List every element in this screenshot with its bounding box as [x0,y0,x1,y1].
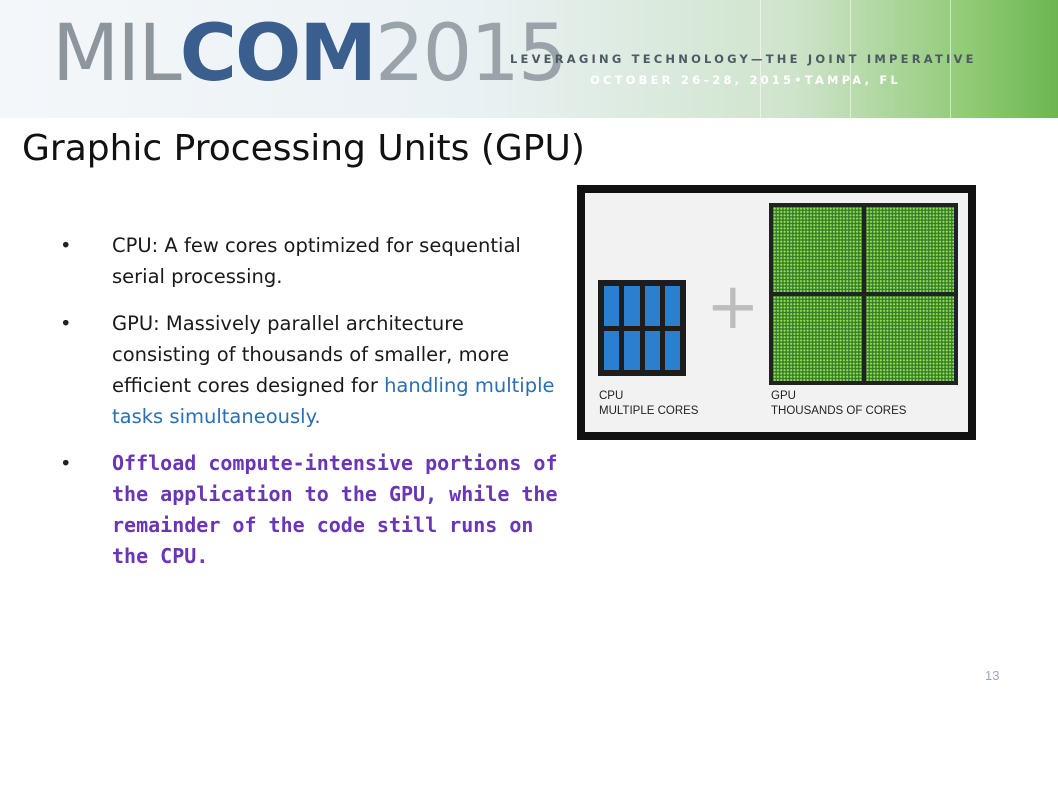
banner-tile [760,0,851,118]
cpu-core [644,286,660,326]
gpu-label-line1: GPU [771,390,796,402]
bullet-list: • CPU: A few cores optimized for sequent… [60,230,560,588]
cpu-core [604,286,620,326]
bullet-text: GPU: Massively parallel architecture con… [112,312,510,397]
conference-banner: MILCOM2015 LEVERAGING TECHNOLOGY—THE JOI… [0,0,1058,118]
bullet-item: • CPU: A few cores optimized for sequent… [60,230,560,292]
cpu-label-line2: MULTIPLE CORES [599,405,699,417]
banner-dateline: OCTOBER 26–28, 2015•TAMPA, FL [590,73,901,87]
gpu-label: GPU THOUSANDS OF CORES [771,389,906,419]
slide-title: Graphic Processing Units (GPU) [22,128,585,169]
cpu-core [624,286,640,326]
gpu-core-block [865,296,954,381]
cpu-core [624,330,640,370]
page-number: 13 [985,668,1000,683]
bullet-dot: • [60,234,72,257]
gpu-cores-graphic [769,203,958,385]
bullet-dot: • [60,312,72,335]
gpu-core-block [865,207,954,292]
cpu-cores-graphic [598,280,686,376]
bullet-highlight: handling multiple tasks simultaneously. [112,374,555,428]
logo-mil: MIL [52,9,182,99]
banner-tile [950,0,1058,118]
bullet-text: CPU: A few cores optimized for sequentia… [112,234,521,288]
bullet-dot: • [60,452,72,475]
banner-tile [850,0,951,118]
gpu-core-block [773,296,862,381]
cpu-core [604,330,620,370]
cpu-core [644,330,660,370]
diagram-panel: + CPU MULTIPLE CORES GPU THOUSANDS OF CO… [585,193,968,432]
cpu-gpu-diagram: + CPU MULTIPLE CORES GPU THOUSANDS OF CO… [577,185,976,440]
cpu-core [664,286,680,326]
logo-year: 2015 [374,9,568,99]
gpu-core-block [773,207,862,292]
plus-icon: + [706,270,760,344]
banner-tagline: LEVERAGING TECHNOLOGY—THE JOINT IMPERATI… [510,52,977,66]
gpu-label-line2: THOUSANDS OF CORES [771,405,907,417]
bullet-item: • GPU: Massively parallel architecture c… [60,308,560,432]
bullet-text-emphasis: Offload compute-intensive portions of th… [112,451,558,568]
cpu-label: CPU MULTIPLE CORES [599,389,698,419]
bullet-item: • Offload compute-intensive portions of … [60,448,560,572]
logo-com: COM [179,9,377,99]
milcom-logo: MILCOM2015 [52,14,567,94]
cpu-core [664,330,680,370]
cpu-label-line1: CPU [599,390,624,402]
